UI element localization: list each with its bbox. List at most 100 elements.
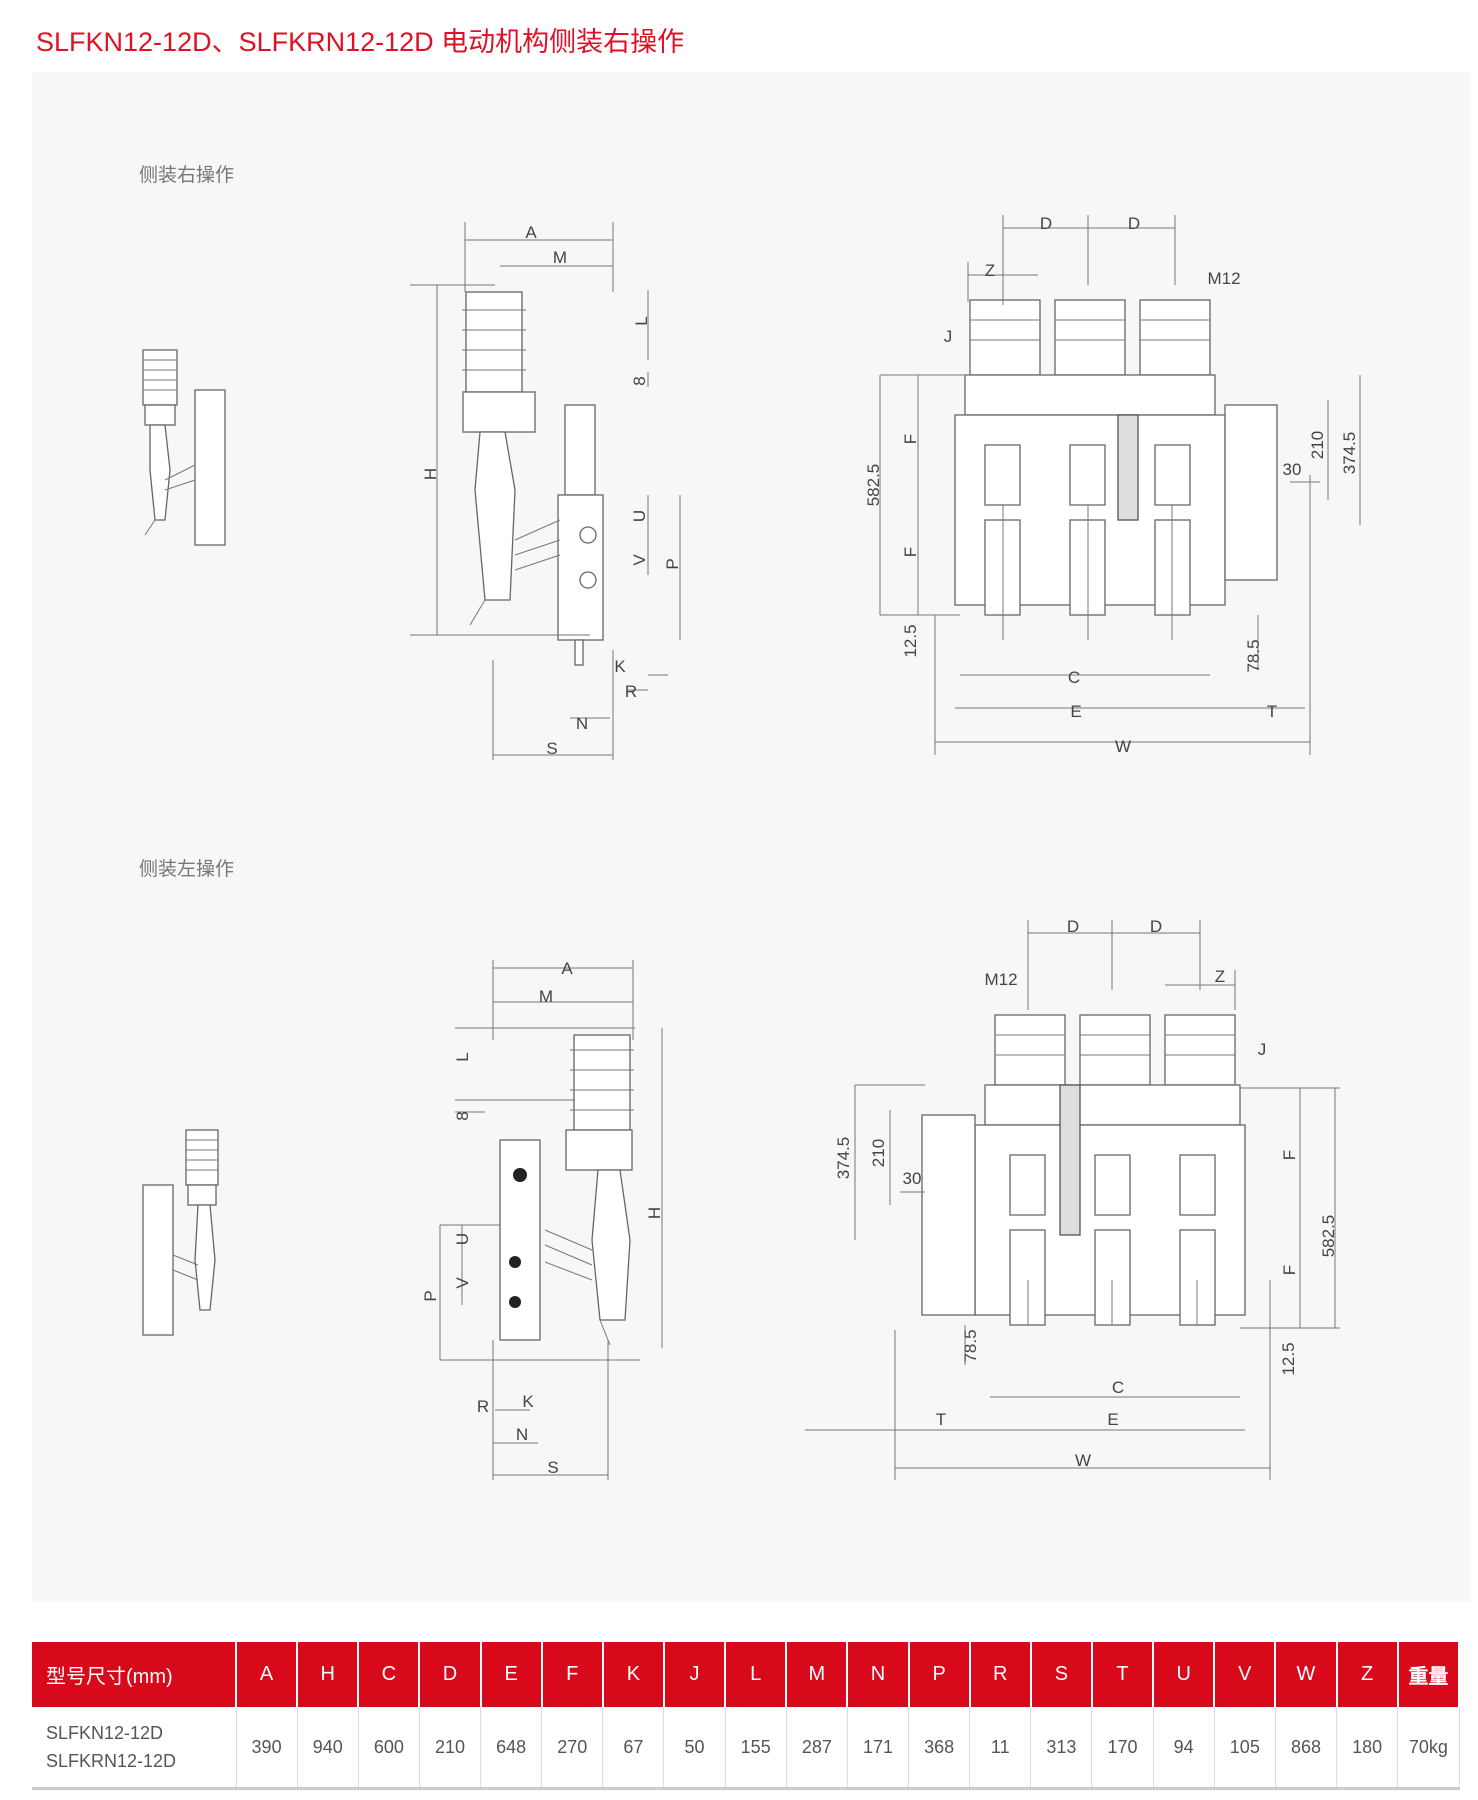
dim-label: 12.5: [1279, 1342, 1298, 1375]
dim-label: 582.5: [864, 464, 883, 507]
dim-label: D: [1040, 214, 1052, 233]
dim-label: N: [576, 714, 588, 733]
front-view-right-dims: D D Z M12 J 582.5 F F 210 374.5 30 12.5 …: [864, 214, 1359, 756]
value-cell: 50: [663, 1707, 726, 1790]
value-cell: 270: [541, 1707, 604, 1790]
header-重量: 重量: [1397, 1642, 1461, 1707]
front-view-right: [879, 215, 1361, 755]
front-view-left-dims: D D Z M12 J 374.5 210 30 F F 582.5 78.5 …: [834, 917, 1338, 1470]
dim-label: 374.5: [834, 1137, 853, 1180]
header-n: N: [847, 1642, 910, 1707]
header-m: M: [786, 1642, 849, 1707]
value-cell: 390: [236, 1707, 298, 1790]
dim-label: P: [663, 558, 682, 569]
dim-label: Z: [1215, 967, 1225, 986]
dim-label: E: [1107, 1410, 1118, 1429]
dim-label: K: [614, 657, 626, 676]
thumbnail-left: [142, 1129, 219, 1336]
header-model-size: 型号尺寸(mm): [32, 1642, 237, 1707]
header-d: D: [419, 1642, 482, 1707]
dim-label: F: [901, 434, 920, 444]
value-cell: 67: [602, 1707, 665, 1790]
dim-label: 210: [869, 1139, 888, 1167]
value-cell: 70kg: [1397, 1707, 1460, 1790]
dim-label: 78.5: [961, 1329, 980, 1362]
dim-label: C: [1068, 668, 1080, 687]
side-view-right-dims: A M L 8 H U V P K R N S: [421, 223, 682, 758]
dim-label: D: [1067, 917, 1079, 936]
dim-label: C: [1112, 1378, 1124, 1397]
value-cell: 94: [1153, 1707, 1215, 1790]
value-cell: 868: [1275, 1707, 1338, 1790]
header-w: W: [1275, 1642, 1338, 1707]
front-view-left: [805, 920, 1340, 1480]
dim-label: 582.5: [1319, 1215, 1338, 1258]
model-name: SLFKN12-12D: [46, 1723, 164, 1743]
model-name: SLFKRN12-12D: [46, 1751, 177, 1771]
value-cell: 648: [480, 1707, 543, 1790]
dim-label: F: [1280, 1150, 1299, 1160]
dim-label: L: [453, 1052, 472, 1061]
dim-label: S: [547, 1458, 558, 1477]
dim-label: 8: [630, 376, 649, 385]
dim-label: N: [516, 1425, 528, 1444]
dim-label: M: [539, 987, 553, 1006]
dim-label: J: [1258, 1040, 1267, 1059]
dim-label: U: [630, 510, 649, 522]
dim-label: M12: [984, 970, 1017, 989]
value-cell: 155: [725, 1707, 787, 1790]
value-cell: 170: [1091, 1707, 1154, 1790]
dim-label: 374.5: [1340, 432, 1359, 475]
dim-label: 30: [1283, 460, 1302, 479]
value-cell: 313: [1030, 1707, 1093, 1790]
header-s: S: [1030, 1642, 1093, 1707]
value-cell: 11: [969, 1707, 1032, 1790]
dim-label: 210: [1308, 431, 1327, 459]
section-label-right: 侧装右操作: [139, 165, 235, 186]
dim-label: A: [525, 223, 537, 242]
dim-label: D: [1150, 917, 1162, 936]
dim-label: H: [645, 1207, 664, 1219]
page-title: SLFKN12-12D、SLFKRN12-12D 电动机构侧装右操作: [36, 27, 685, 57]
dim-label: V: [453, 1277, 472, 1289]
value-cell: 171: [847, 1707, 910, 1790]
dim-label: W: [1075, 1451, 1091, 1470]
header-l: L: [725, 1642, 788, 1707]
dim-label: L: [632, 316, 651, 325]
value-cell: 105: [1214, 1707, 1276, 1790]
header-t: T: [1091, 1642, 1155, 1707]
dim-label: J: [944, 327, 953, 346]
header-j: J: [663, 1642, 727, 1707]
dim-label: 12.5: [901, 624, 920, 657]
side-view-left: [439, 960, 663, 1480]
dim-label: 30: [903, 1169, 922, 1188]
header-u: U: [1153, 1642, 1216, 1707]
header-v: V: [1214, 1642, 1277, 1707]
value-cell: 368: [908, 1707, 971, 1790]
dim-label: V: [630, 554, 649, 566]
thumbnail-right: [142, 349, 226, 546]
dim-label: P: [421, 1290, 440, 1301]
dim-label: 8: [453, 1111, 472, 1120]
side-view-left-dims: A M L 8 H U V P R K N S: [421, 959, 664, 1477]
dim-label: D: [1128, 214, 1140, 233]
header-a: A: [236, 1642, 299, 1707]
drawing-panel: [32, 72, 1470, 1602]
value-cell: 940: [297, 1707, 359, 1790]
header-r: R: [969, 1642, 1032, 1707]
model-cell: SLFKN12-12D SLFKRN12-12D: [32, 1707, 237, 1790]
section-label-left: 侧装左操作: [139, 859, 235, 880]
dim-label: M: [553, 248, 567, 267]
dim-label: U: [453, 1233, 472, 1245]
header-z: Z: [1336, 1642, 1399, 1707]
dim-label: R: [625, 682, 637, 701]
header-p: P: [908, 1642, 971, 1707]
dim-label: W: [1115, 737, 1131, 756]
dim-label: E: [1070, 702, 1081, 721]
dim-label: Z: [985, 261, 995, 280]
value-cell: 600: [358, 1707, 420, 1790]
